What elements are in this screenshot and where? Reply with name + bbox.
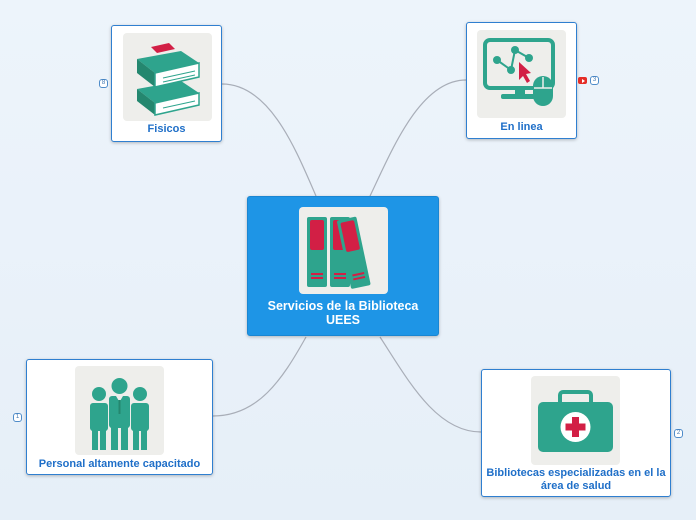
topic-fisicos[interactable]: Fisicos <box>111 25 222 142</box>
link-especializadas <box>379 336 482 433</box>
en-linea-count-badge[interactable]: 3 <box>590 76 599 85</box>
first-aid-kit-icon <box>531 376 620 465</box>
books-icon <box>123 33 212 121</box>
personal-count-badge[interactable]: 1 <box>13 413 22 422</box>
topic-personal[interactable]: Personal altamente capacitado <box>26 359 213 475</box>
topic-especializadas[interactable]: Bibliotecas especializadas en el la área… <box>481 369 671 497</box>
link-en-linea <box>369 79 467 197</box>
topic-especializadas-label: Bibliotecas especializadas en el la área… <box>486 467 666 492</box>
central-topic[interactable]: Servicios de la Biblioteca UEES <box>247 196 439 336</box>
computer-network-icon <box>477 30 566 118</box>
topic-en-linea-label: En linea <box>500 121 543 133</box>
people-icon <box>75 366 164 455</box>
especializadas-count-badge[interactable]: 2 <box>674 429 683 438</box>
link-fisicos <box>221 83 317 197</box>
central-title: Servicios de la Biblioteca UEES <box>267 299 419 327</box>
topic-personal-label: Personal altamente capacitado <box>38 458 201 470</box>
topic-fisicos-label: Fisicos <box>147 123 186 135</box>
youtube-icon[interactable] <box>578 77 587 84</box>
link-personal <box>212 336 307 417</box>
fisicos-count-badge[interactable]: 8 <box>99 79 108 88</box>
binders-icon <box>299 207 388 294</box>
topic-en-linea[interactable]: En linea <box>466 22 577 139</box>
